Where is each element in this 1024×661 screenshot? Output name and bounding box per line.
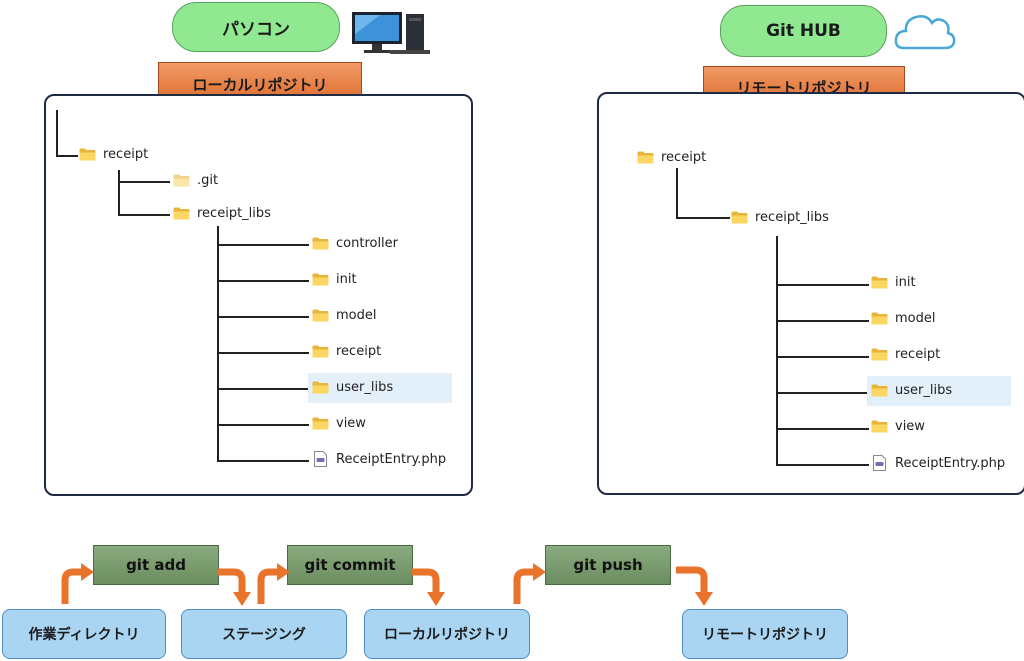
git-add-command: git add — [93, 545, 219, 585]
remote-item-name: view — [895, 419, 925, 434]
remote-init-folder[interactable]: init — [871, 275, 916, 290]
folder-icon — [312, 417, 329, 430]
local-item-name: view — [336, 416, 366, 431]
folder-icon — [871, 420, 888, 433]
local-model-folder[interactable]: model — [312, 308, 376, 323]
remote-model-folder[interactable]: model — [871, 311, 935, 326]
local-root-name: receipt — [103, 147, 149, 162]
local-item-name: receipt — [336, 344, 382, 359]
folder-icon — [173, 174, 190, 187]
folder-icon — [312, 273, 329, 286]
local-git-name: .git — [197, 173, 219, 188]
stage-remote-repo: リモートリポジトリ — [682, 609, 848, 659]
local-repo-label-text: ローカルリポジトリ — [192, 75, 328, 94]
local-user-libs-folder[interactable]: user_libs — [312, 380, 393, 395]
local-controller-folder[interactable]: controller — [312, 236, 398, 251]
remote-item-name: receipt — [895, 347, 941, 362]
git-commit-label: git commit — [304, 556, 396, 574]
local-item-name: controller — [336, 236, 399, 251]
local-view-folder[interactable]: view — [312, 416, 366, 431]
local-init-folder[interactable]: init — [312, 272, 357, 287]
remote-libs-folder[interactable]: receipt_libs — [731, 210, 829, 225]
git-push-label: git push — [573, 556, 643, 574]
local-php-file[interactable]: ReceiptEntry.php — [314, 451, 446, 467]
local-item-name: user_libs — [336, 380, 394, 395]
local-libs-name: receipt_libs — [197, 206, 271, 221]
remote-user-libs-folder[interactable]: user_libs — [871, 383, 952, 398]
remote-php-file[interactable]: ReceiptEntry.php — [873, 455, 1005, 471]
folder-icon — [871, 312, 888, 325]
php-file-icon — [873, 455, 886, 471]
local-receipt-folder[interactable]: receipt — [312, 344, 381, 359]
stage-label: ローカルリポジトリ — [384, 627, 510, 643]
remote-repo-panel — [597, 92, 1024, 495]
stage-working-directory: 作業ディレクトリ — [2, 609, 166, 659]
git-push-command: git push — [545, 545, 671, 585]
php-file-icon — [314, 451, 327, 467]
stage-local-repo: ローカルリポジトリ — [364, 609, 530, 659]
up-arrow-icon — [513, 563, 546, 604]
remote-root-folder[interactable]: receipt — [637, 150, 706, 165]
pc-label: パソコン — [172, 2, 340, 52]
folder-icon — [871, 276, 888, 289]
local-item-name: init — [336, 272, 357, 287]
pc-label-text: パソコン — [222, 19, 290, 40]
remote-item-name: user_libs — [895, 383, 953, 398]
local-repo-panel — [44, 94, 473, 496]
folder-icon — [871, 384, 888, 397]
local-item-name: model — [336, 308, 377, 323]
local-item-name: ReceiptEntry.php — [336, 451, 447, 467]
remote-item-name: ReceiptEntry.php — [895, 455, 1006, 471]
up-arrow-icon — [61, 563, 94, 604]
cloud-icon — [894, 15, 956, 50]
remote-view-folder[interactable]: view — [871, 419, 925, 434]
remote-receipt-folder[interactable]: receipt — [871, 347, 940, 362]
remote-user-libs-highlight — [867, 376, 1011, 406]
remote-item-name: init — [895, 275, 916, 290]
git-add-label: git add — [126, 556, 186, 574]
folder-icon — [637, 151, 654, 164]
remote-root-name: receipt — [661, 150, 707, 165]
stage-label: リモートリポジトリ — [702, 627, 828, 643]
folder-icon — [312, 345, 329, 358]
folder-icon — [871, 348, 888, 361]
stage-label: ステージング — [222, 627, 306, 643]
down-arrow-icon — [676, 566, 713, 606]
local-user-libs-highlight — [308, 373, 452, 403]
computer-icon — [352, 12, 430, 54]
folder-icon — [173, 207, 190, 220]
stage-staging: ステージング — [181, 609, 347, 659]
folder-icon — [312, 381, 329, 394]
local-git-folder[interactable]: .git — [173, 173, 218, 188]
github-label: Git HUB — [720, 5, 887, 57]
remote-libs-name: receipt_libs — [755, 210, 829, 225]
down-arrow-icon — [218, 568, 251, 606]
folder-icon — [312, 237, 329, 250]
folder-icon — [312, 309, 329, 322]
folder-icon — [79, 148, 96, 161]
down-arrow-icon — [412, 568, 445, 606]
local-root-folder[interactable]: receipt — [79, 147, 148, 162]
local-libs-folder[interactable]: receipt_libs — [173, 206, 271, 221]
up-arrow-icon — [257, 563, 290, 604]
git-commit-command: git commit — [287, 545, 413, 585]
github-label-text: Git HUB — [766, 21, 841, 41]
folder-icon — [731, 211, 748, 224]
stage-label: 作業ディレクトリ — [28, 627, 140, 643]
remote-item-name: model — [895, 311, 936, 326]
